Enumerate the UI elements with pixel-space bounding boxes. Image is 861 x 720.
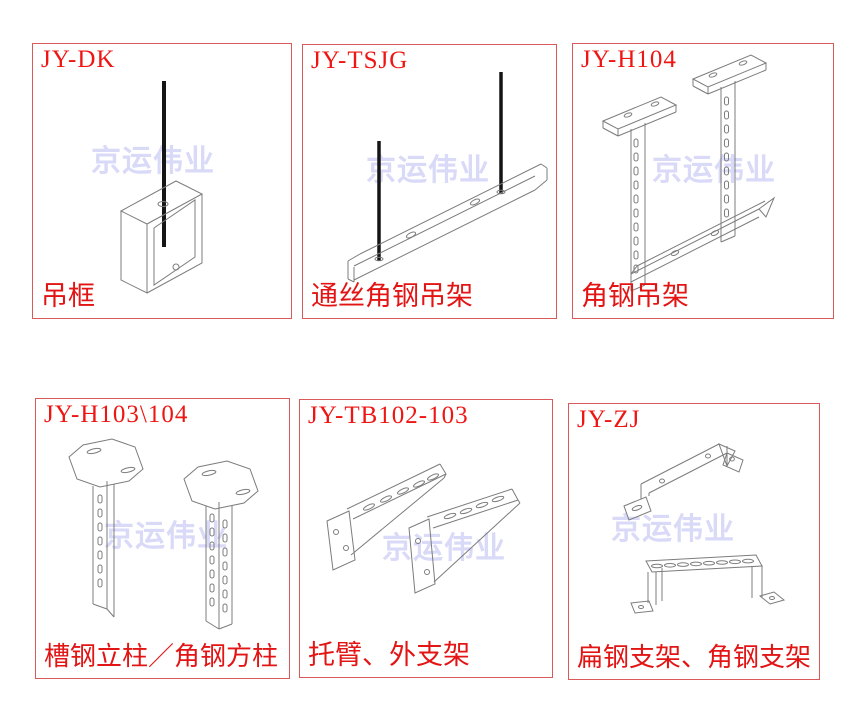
product-caption: 通丝角钢吊架 xyxy=(311,281,473,311)
product-caption: 吊框 xyxy=(41,281,95,311)
product-card-jy-h104: JY-H104 京运伟业 xyxy=(572,43,834,319)
jy-tb102-103-line-drawing xyxy=(326,463,521,594)
product-caption: 托臂、外支架 xyxy=(308,640,470,670)
watermark-text: 京运伟业 xyxy=(652,153,776,188)
jy-dk-line-drawing xyxy=(119,81,204,294)
product-code: JY-TB102-103 xyxy=(308,402,469,429)
product-card-jy-tsjg: JY-TSJG 京运伟业 通丝角钢吊架 xyxy=(302,44,557,319)
product-caption: 槽钢立柱／角钢方柱 xyxy=(44,642,279,671)
jy-h104-line-drawing xyxy=(601,54,776,292)
product-caption: 角钢吊架 xyxy=(581,281,689,311)
jy-h103-104-line-drawing xyxy=(68,438,259,630)
product-code: JY-DK xyxy=(41,46,116,73)
watermark-text: 京运伟业 xyxy=(366,153,490,188)
product-card-jy-tb102-103: JY-TB102-103 京运伟业 托臂、外支架 xyxy=(299,399,553,678)
product-code: JY-TSJG xyxy=(311,47,409,74)
jy-zj-line-drawing xyxy=(623,443,786,614)
jy-tsjg-line-drawing xyxy=(347,72,548,283)
watermark-text: 京运伟业 xyxy=(382,531,506,566)
product-code: JY-H103\104 xyxy=(44,401,189,428)
product-code: JY-ZJ xyxy=(577,406,641,433)
product-card-jy-zj: JY-ZJ 京运伟业 xyxy=(568,403,820,680)
product-card-jy-dk: JY-DK 京运伟业 吊框 xyxy=(32,43,292,319)
watermark-text: 京运伟业 xyxy=(611,512,735,547)
product-caption: 扁钢支架、角钢支架 xyxy=(577,643,812,672)
watermark-text: 京运伟业 xyxy=(91,144,215,179)
product-code: JY-H104 xyxy=(581,46,677,73)
product-card-jy-h103-104: JY-H103\104 京运伟业 xyxy=(35,398,290,679)
